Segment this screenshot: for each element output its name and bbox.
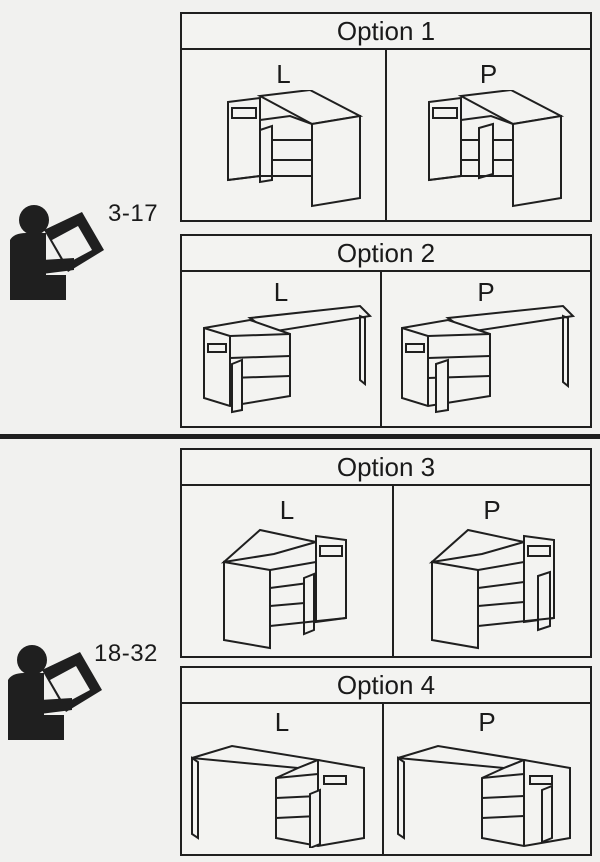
option-title: Option 4 bbox=[182, 668, 590, 704]
variant-left-cell: L bbox=[182, 272, 382, 426]
variant-label: L bbox=[273, 277, 289, 307]
corner-desk-icon bbox=[220, 90, 370, 215]
option-4-panel: Option 4 L P bbox=[180, 666, 592, 856]
step-range-label: 3-17 bbox=[108, 200, 159, 227]
corner-desk-icon bbox=[421, 90, 571, 215]
variant-label: P bbox=[479, 59, 498, 89]
corner-desk-icon bbox=[200, 304, 375, 414]
variant-label: P bbox=[483, 495, 501, 525]
corner-desk-icon bbox=[428, 526, 578, 651]
variant-right-cell: P bbox=[384, 704, 590, 854]
option-title: Option 1 bbox=[182, 14, 590, 50]
corner-desk-icon bbox=[188, 738, 378, 848]
step-range-label: 18-32 bbox=[94, 640, 158, 667]
variant-right-cell: P bbox=[382, 272, 590, 426]
corner-desk-icon bbox=[220, 526, 370, 651]
variant-left-cell: L bbox=[182, 704, 384, 854]
option-title: Option 3 bbox=[182, 450, 590, 486]
option-1-panel: Option 1 L P bbox=[180, 12, 592, 222]
variant-label: L bbox=[276, 59, 291, 89]
variant-label: P bbox=[477, 277, 495, 307]
section-divider bbox=[0, 434, 600, 439]
person-reading-manual-icon bbox=[4, 200, 104, 300]
variant-right-cell: P bbox=[394, 486, 590, 656]
person-reading-manual-icon bbox=[2, 640, 102, 740]
variant-label: L bbox=[279, 495, 295, 525]
corner-desk-icon bbox=[394, 738, 584, 848]
variant-right-cell: P bbox=[387, 50, 590, 220]
corner-desk-icon bbox=[398, 304, 578, 414]
variant-left-cell: L bbox=[182, 50, 387, 220]
option-title: Option 2 bbox=[182, 236, 590, 272]
variant-left-cell: L bbox=[182, 486, 394, 656]
option-3-panel: Option 3 L P bbox=[180, 448, 592, 658]
variant-label: P bbox=[478, 707, 496, 737]
option-2-panel: Option 2 L P bbox=[180, 234, 592, 428]
variant-label: L bbox=[274, 707, 290, 737]
